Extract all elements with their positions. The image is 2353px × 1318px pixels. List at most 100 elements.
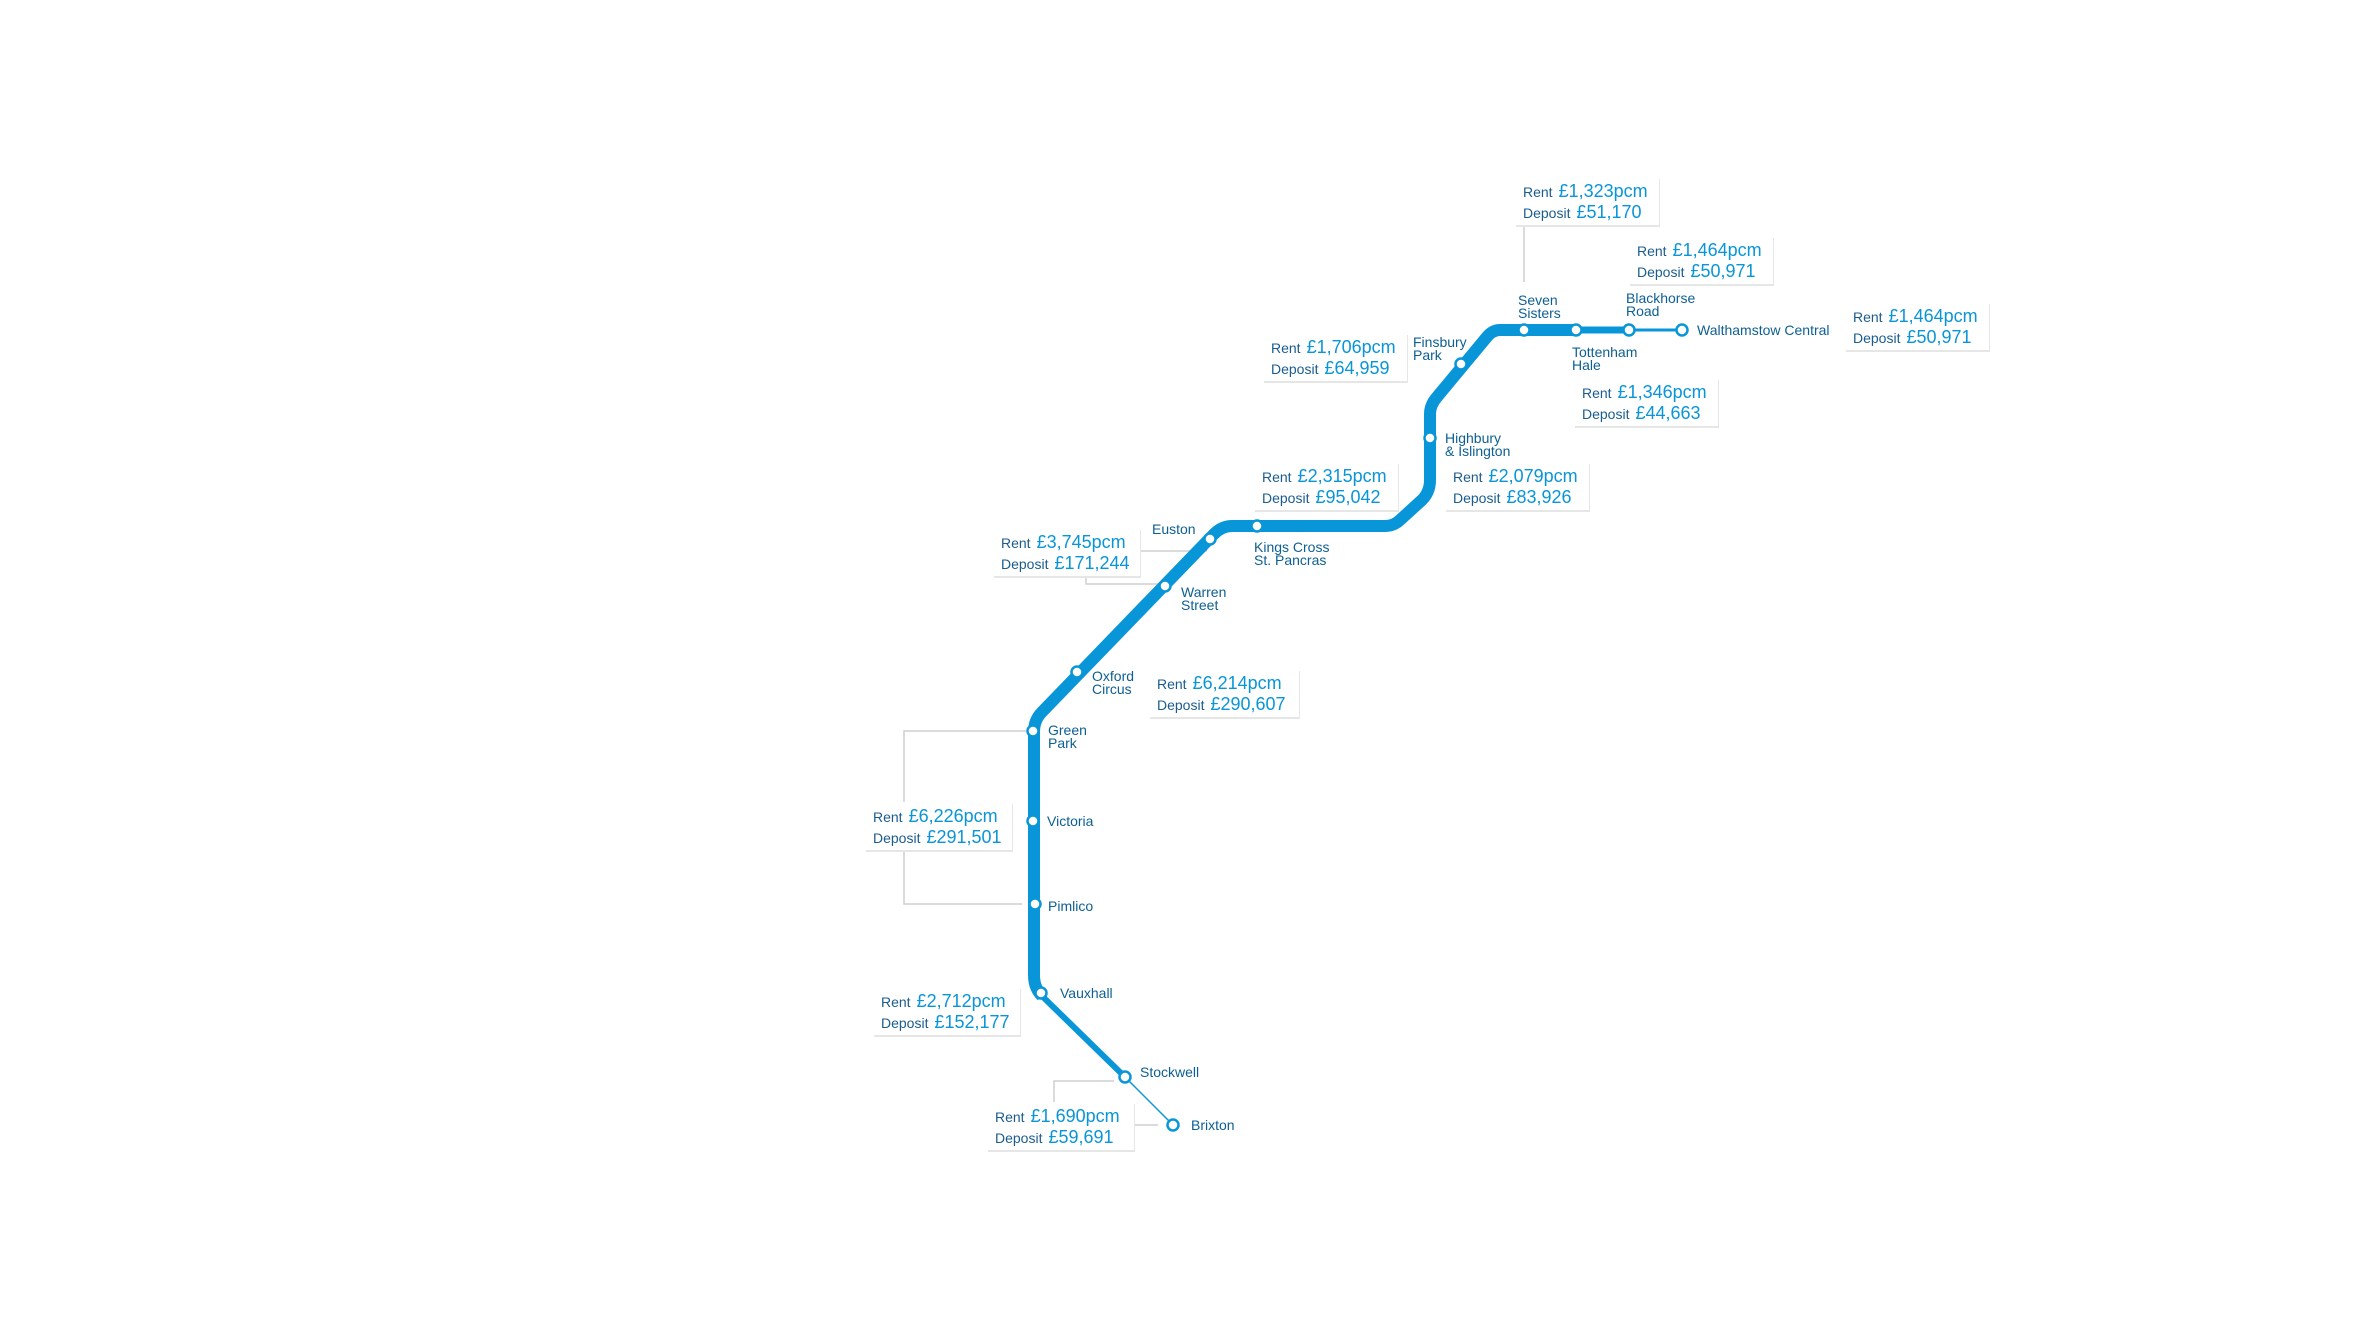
- rent-row: Rent£6,214pcm: [1157, 673, 1282, 693]
- station-marker-icon[interactable]: [1454, 357, 1468, 371]
- rent-row: Rent £1,690pcm: [995, 1106, 1120, 1126]
- station-label-line: Oxford: [1092, 668, 1134, 684]
- deposit-label: Deposit: [1523, 205, 1571, 221]
- station-marker-icon[interactable]: [1517, 323, 1531, 337]
- deposit-row: Deposit£95,042: [1262, 487, 1381, 507]
- station-marker-icon[interactable]: [1158, 579, 1172, 593]
- station-victoria[interactable]: Victoria: [1026, 813, 1094, 829]
- price-box-background: [1254, 462, 1398, 510]
- deposit-label: Deposit: [1853, 330, 1901, 346]
- price-box-background: [1574, 378, 1718, 426]
- rent-value: £2,079pcm: [1489, 466, 1578, 486]
- deposit-row: Deposit£44,663: [1582, 403, 1701, 423]
- station-label-line: Victoria: [1047, 813, 1094, 829]
- rent-row: Rent£1,464pcm: [1853, 306, 1978, 326]
- station-label-line: Euston: [1152, 521, 1196, 537]
- station-label: Stockwell: [1140, 1064, 1199, 1080]
- station-marker-icon[interactable]: [1569, 323, 1583, 337]
- deposit-label: Deposit: [873, 830, 921, 846]
- rent-label: Rent: [881, 994, 911, 1010]
- station-marker-icon[interactable]: [1166, 1118, 1180, 1132]
- station-label: Euston: [1152, 521, 1196, 537]
- station-marker-icon[interactable]: [1622, 323, 1636, 337]
- station-marker-icon[interactable]: [1026, 814, 1040, 828]
- rent-value: £1,690pcm: [1031, 1106, 1120, 1126]
- deposit-label: Deposit: [881, 1015, 929, 1031]
- rent-label: Rent: [995, 1109, 1025, 1125]
- deposit-row: Deposit£291,501: [873, 827, 1002, 847]
- station-highbury-islington[interactable]: Highbury& Islington: [1423, 430, 1511, 459]
- station-marker-icon[interactable]: [1675, 323, 1689, 337]
- station-walthamstow-central[interactable]: Walthamstow Central: [1675, 322, 1830, 338]
- price-box-background: [873, 987, 1020, 1035]
- price-box-background: [1515, 177, 1659, 225]
- station-stockwell[interactable]: Stockwell: [1118, 1064, 1200, 1084]
- station-label: Vauxhall: [1060, 985, 1113, 1001]
- station-label-line: Street: [1181, 597, 1218, 613]
- deposit-label: Deposit: [1582, 406, 1630, 422]
- rent-row: Rent£1,346pcm: [1582, 382, 1707, 402]
- price-box-background: [1149, 669, 1299, 717]
- station-marker-icon[interactable]: [1203, 532, 1217, 546]
- station-label-line: Park: [1413, 347, 1443, 363]
- station-label: Walthamstow Central: [1697, 322, 1830, 338]
- station-label-line: Sisters: [1518, 305, 1561, 321]
- price-boxes: Rent£1,464pcmDeposit£50,971Rent£1,464pcm…: [865, 177, 1990, 1152]
- station-pimlico[interactable]: Pimlico: [1028, 897, 1094, 914]
- station-label-line: Pimlico: [1048, 898, 1093, 914]
- line-route: [1028, 324, 1682, 1126]
- deposit-label: Deposit: [995, 1130, 1043, 1146]
- rent-label: Rent: [1271, 340, 1301, 356]
- rent-label: Rent: [1582, 385, 1612, 401]
- rent-label: Rent: [1453, 469, 1483, 485]
- deposit-value: £64,959: [1324, 358, 1389, 378]
- station-marker-icon[interactable]: [1034, 986, 1048, 1000]
- station-marker-icon[interactable]: [1070, 665, 1084, 679]
- deposit-row: Deposit£64,959: [1271, 358, 1390, 378]
- rent-value: £1,323pcm: [1559, 181, 1648, 201]
- rent-row: Rent£2,315pcm: [1262, 466, 1387, 486]
- rent-label: Rent: [1157, 676, 1187, 692]
- station-marker-icon[interactable]: [1118, 1070, 1132, 1084]
- station-marker-icon[interactable]: [1028, 897, 1042, 911]
- station-marker-icon[interactable]: [1026, 724, 1040, 738]
- station-marker-icon[interactable]: [1423, 431, 1437, 445]
- station-label: Highbury& Islington: [1445, 430, 1510, 459]
- deposit-value: £95,042: [1315, 487, 1380, 507]
- station-marker-icon[interactable]: [1250, 519, 1264, 533]
- station-euston[interactable]: Euston: [1152, 521, 1217, 546]
- rent-value: £1,464pcm: [1889, 306, 1978, 326]
- rent-row: Rent£1,706pcm: [1271, 337, 1396, 357]
- deposit-value: £171,244: [1054, 553, 1129, 573]
- station-brixton[interactable]: Brixton: [1166, 1117, 1235, 1133]
- price-box-background: [1629, 236, 1773, 284]
- station-vauxhall[interactable]: Vauxhall: [1034, 985, 1113, 1001]
- station-label-line: Green: [1048, 722, 1087, 738]
- station-label-line: Seven: [1518, 292, 1558, 308]
- deposit-value: £51,170: [1576, 202, 1641, 222]
- station-label-line: Finsbury: [1413, 334, 1467, 350]
- price-box-background: [993, 528, 1140, 576]
